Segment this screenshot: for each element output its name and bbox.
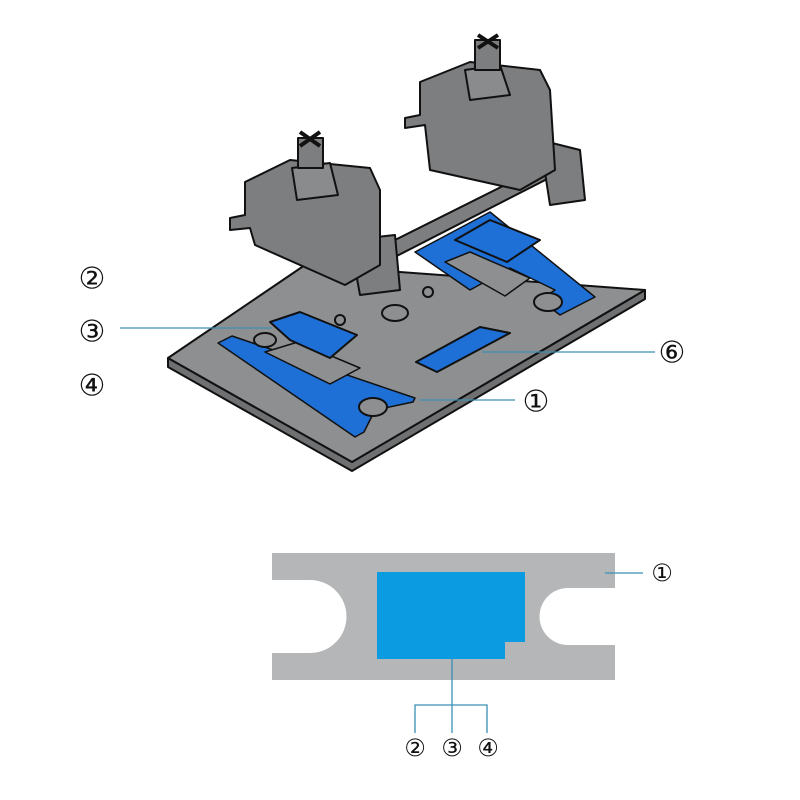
- plate-hole: [334, 314, 346, 326]
- bottom-leader-lines: [414, 572, 643, 733]
- bottom-label-3: ③: [441, 734, 463, 762]
- label-4: ④: [79, 369, 106, 404]
- label-1: ①: [523, 385, 550, 420]
- plate-hole: [533, 292, 563, 312]
- left-blue-pad: [269, 311, 358, 359]
- plate-hole: [422, 286, 434, 298]
- blue-foam-pad: [377, 572, 525, 659]
- label-3: ③: [79, 315, 106, 350]
- bottom-label-1: ①: [651, 559, 673, 587]
- left-window: [264, 341, 361, 385]
- right-blue-pad: [454, 219, 541, 263]
- plate: [167, 264, 646, 463]
- label-6: ⑥: [659, 336, 686, 371]
- right-window: [444, 251, 531, 297]
- bottom-label-2: ②: [404, 734, 426, 762]
- bottom-label-4: ④: [477, 734, 499, 762]
- center-blue-pad: [415, 326, 511, 373]
- label-2: ②: [79, 262, 106, 297]
- plate-hole: [358, 397, 388, 417]
- plate-hole: [381, 304, 409, 322]
- right-switch: [404, 33, 556, 191]
- top-leader-lines: [120, 327, 655, 401]
- left-switch: [229, 130, 381, 286]
- plate-assembly: [167, 33, 646, 472]
- plate-hole: [253, 332, 277, 348]
